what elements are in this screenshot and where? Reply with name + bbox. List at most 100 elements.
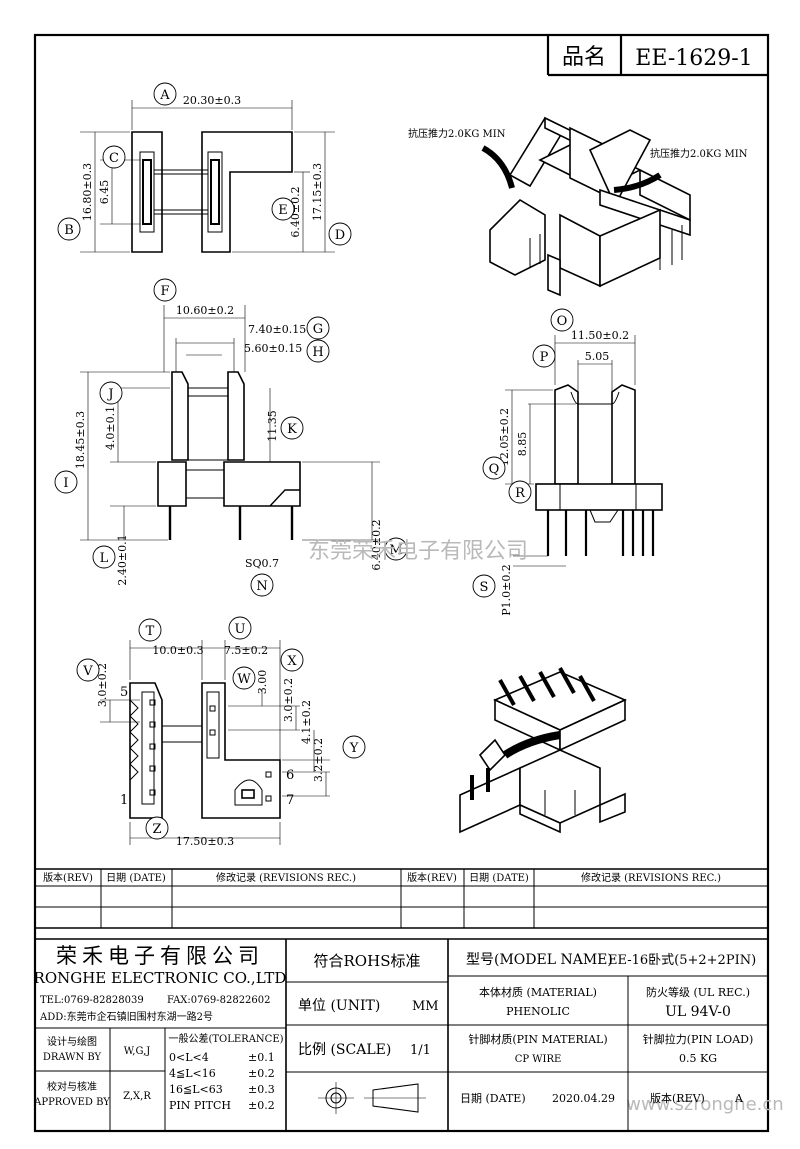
title-block: 荣禾电子有限公司 RONGHE ELECTRONIC CO.,LTD TEL:0… <box>33 938 768 1131</box>
dim-x: 3.0±0.2 <box>282 678 295 722</box>
fire-rating-label: 防火等级 (UL REC.) <box>646 985 750 999</box>
company-name-cn: 荣禾电子有限公司 <box>56 944 264 968</box>
model-name-value: EE-16卧式(5+2+2PIN) <box>608 953 756 968</box>
dim-q: 12.05±0.2 <box>498 408 511 466</box>
annotation-force-left: 抗压推力2.0KG MIN <box>408 127 506 140</box>
pin-load-label: 针脚拉力(PIN LOAD) <box>643 1032 754 1046</box>
dim-y1: 4.1±0.2 <box>300 700 313 744</box>
dim-l: 2.40±0.1 <box>116 534 129 585</box>
dim-n: SQ0.7 <box>245 557 279 570</box>
dim-y2: 3.2±0.2 <box>312 738 325 782</box>
dim-p: 5.05 <box>585 350 610 363</box>
tolerance-title: 一般公差(TOLERANCE) <box>168 1032 283 1045</box>
part-title-box: 品名 EE-1629-1 <box>546 35 768 77</box>
side-view: 11.50±0.2 5.05 12.05±0.2 8.85 P1.0±0.2 O… <box>472 308 663 616</box>
callout-f: F <box>160 284 169 299</box>
dim-g: 7.40±0.15 <box>248 323 306 336</box>
callout-i: I <box>63 476 68 491</box>
pin-label-1: 1 <box>120 793 128 808</box>
dim-d: 17.15±0.3 <box>311 163 324 221</box>
dim-z: 17.50±0.3 <box>176 835 234 848</box>
watermark-center: 东莞荣禾电子有限公司 <box>308 539 528 564</box>
watermark-corner: www.szronghe.cn <box>626 1094 783 1115</box>
callout-a: A <box>159 88 170 103</box>
unit-label: 单位 (UNIT) <box>298 998 380 1014</box>
material-label: 本体材质 (MATERIAL) <box>479 985 597 999</box>
dim-b: 16.80±0.3 <box>81 163 94 221</box>
callout-q: Q <box>489 462 500 477</box>
approved-by-label-cn: 校对与核准 <box>47 1080 97 1093</box>
dim-t: 10.0±0.3 <box>152 644 203 657</box>
company-address: ADD:东莞市企石镇旧围村东湖一路2号 <box>39 1010 213 1023</box>
rohs-compliance: 符合ROHS标准 <box>314 952 421 970</box>
callout-n: N <box>256 579 267 594</box>
dim-k: 11.35 <box>266 410 279 442</box>
fire-rating-value: UL 94V-0 <box>665 1004 731 1020</box>
dim-o: 11.50±0.2 <box>571 329 629 342</box>
rev-header-rec-1: 修改记录 (REVISIONS REC.) <box>216 871 356 884</box>
pin-material-label: 针脚材质(PIN MATERIAL) <box>468 1032 607 1046</box>
callout-l: L <box>100 551 109 566</box>
callout-g: G <box>313 322 323 337</box>
callout-h: H <box>312 345 323 360</box>
unit-value: MM <box>412 999 439 1014</box>
callout-e: E <box>278 203 288 218</box>
isometric-view-bottom <box>459 667 627 834</box>
dim-c: 6.45 <box>98 180 111 205</box>
tolerance-range-3: 16≦L<63 <box>169 1083 223 1096</box>
scale-label: 比例 (SCALE) <box>298 1042 391 1058</box>
front-view: 10.60±0.2 7.40±0.15 5.60±0.15 18.45±0.3 … <box>54 278 408 597</box>
callout-b: B <box>64 223 74 238</box>
callout-t: T <box>146 624 155 639</box>
dim-j: 4.0±0.1 <box>104 406 117 450</box>
date-value: 2020.04.29 <box>552 1092 615 1105</box>
rev-label: 版本(REV) <box>650 1091 705 1105</box>
rev-header-rec-2: 修改记录 (REVISIONS REC.) <box>581 871 721 884</box>
callout-k: K <box>287 422 297 437</box>
dim-h: 5.60±0.15 <box>244 342 302 355</box>
top-view: 20.30±0.3 16.80±0.3 6.45 17.15±0.3 6.40±… <box>57 82 352 253</box>
dim-v: 3.0±0.2 <box>96 663 109 707</box>
annotation-force-right: 抗压推力2.0KG MIN <box>650 147 748 160</box>
company-fax: FAX:0769-82822602 <box>167 995 271 1006</box>
callout-m: M <box>389 543 402 558</box>
drawn-by-label-cn: 设计与绘图 <box>47 1035 97 1048</box>
projection-symbol <box>318 1082 426 1114</box>
callout-j: J <box>106 387 113 402</box>
dim-m: 6.40±0.2 <box>370 519 383 570</box>
drawn-by-value: W,G,J <box>124 1046 151 1057</box>
part-title-label: 品名 <box>562 45 606 70</box>
tolerance-val-4: ±0.2 <box>248 1099 275 1112</box>
tolerance-range-1: 0<L<4 <box>169 1051 209 1064</box>
rev-header-date-1: 日期 (DATE) <box>106 872 166 884</box>
dim-s: P1.0±0.2 <box>500 564 513 616</box>
revision-table: 版本(REV) 日期 (DATE) 修改记录 (REVISIONS REC.) … <box>35 868 768 929</box>
pin-load-value: 0.5 KG <box>679 1052 717 1065</box>
dim-f: 10.60±0.2 <box>176 304 234 317</box>
dim-w: 3.00 <box>256 670 269 695</box>
callout-y: Y <box>349 741 359 756</box>
company-name-en: RONGHE ELECTRONIC CO.,LTD <box>34 969 287 987</box>
date-label: 日期 (DATE) <box>460 1092 526 1105</box>
dim-e: 6.40±0.2 <box>289 186 302 237</box>
model-name-label: 型号(MODEL NAME) <box>466 952 613 968</box>
callout-o: O <box>557 314 568 329</box>
part-number: EE-1629-1 <box>635 46 752 71</box>
dim-a: 20.30±0.3 <box>183 94 241 107</box>
pin-label-5: 5 <box>120 685 128 700</box>
isometric-view-top: 抗压推力2.0KG MIN 抗压推力2.0KG MIN <box>408 116 748 297</box>
drawn-by-label-en: DRAWN BY <box>43 1052 102 1063</box>
approved-by-value: Z,X,R <box>123 1091 151 1102</box>
callout-d: D <box>335 228 345 243</box>
bottom-view: 10.0±0.3 7.5±0.2 3.0±0.2 3.00 3.0±0.2 4.… <box>76 616 366 848</box>
tolerance-range-4: PIN PITCH <box>169 1099 231 1112</box>
callout-r: R <box>515 486 526 501</box>
pin-material-value: CP WIRE <box>515 1054 562 1065</box>
callout-v: V <box>82 664 93 679</box>
rev-value: A <box>734 1092 744 1105</box>
tolerance-val-3: ±0.3 <box>248 1083 275 1096</box>
callout-w: W <box>237 672 251 687</box>
dim-i: 18.45±0.3 <box>74 411 87 469</box>
callout-s: S <box>480 580 489 595</box>
